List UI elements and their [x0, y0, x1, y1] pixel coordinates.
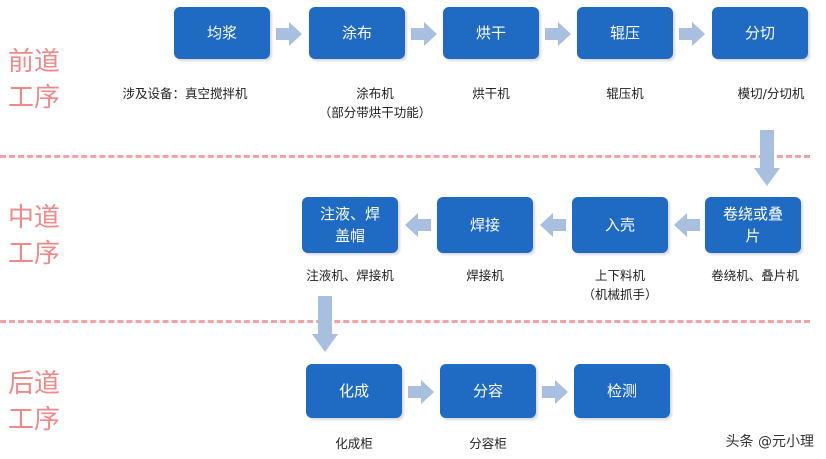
- step-box-injection: 注液、焊 盖帽: [302, 197, 398, 253]
- step-box-winding: 卷绕或叠 片: [705, 197, 801, 253]
- stage-label-middle: 中道 工序: [8, 203, 61, 269]
- arrow-right-2: [411, 22, 437, 46]
- arrow-right-5: [408, 380, 434, 404]
- divider-front-middle: [0, 155, 810, 158]
- arrow-left-3: [405, 213, 431, 237]
- step-box-welding: 焊接: [437, 197, 533, 253]
- arrow-down-front-to-middle: [754, 130, 780, 186]
- watermark-text: 头条 @元小理: [725, 434, 814, 450]
- divider-middle-back: [0, 320, 810, 323]
- step-box-grading: 分容: [440, 364, 536, 418]
- step-box-inspection: 检测: [574, 364, 670, 418]
- equipment-rolling: 辊压机: [606, 86, 644, 101]
- equipment-formation: 化成柜: [335, 436, 373, 451]
- step-box-coating: 涂布: [309, 7, 405, 59]
- stage-label-front: 前道 工序: [8, 47, 61, 113]
- step-box-slitting: 分切: [712, 7, 808, 59]
- equipment-slitting: 模切/分切机: [737, 86, 805, 101]
- step-box-formation: 化成: [306, 364, 402, 418]
- step-box-casing: 入壳: [572, 197, 668, 253]
- arrow-right-3: [545, 22, 571, 46]
- arrow-left-2: [540, 213, 566, 237]
- equipment-coating: 涂布机 （部分带烘干功能）: [318, 86, 432, 120]
- equipment-welding: 焊接机: [466, 268, 504, 283]
- stage-label-back: 后道 工序: [8, 369, 61, 435]
- step-box-drying: 烘干: [443, 7, 539, 59]
- arrow-right-4: [679, 22, 705, 46]
- arrow-right-1: [276, 22, 302, 46]
- equipment-drying: 烘干机: [472, 86, 510, 101]
- step-box-rolling: 辊压: [577, 7, 673, 59]
- step-box-homogenize: 均浆: [174, 7, 270, 59]
- equipment-casing: 上下料机 （机械抓手）: [582, 268, 658, 302]
- arrow-down-middle-to-back: [312, 296, 338, 352]
- equipment-injection: 注液机、焊接机: [306, 268, 394, 283]
- equipment-winding: 卷绕机、叠片机: [711, 268, 799, 283]
- arrow-left-1: [674, 213, 700, 237]
- watermark: 头条 @元小理: [726, 431, 814, 451]
- equipment-grading: 分容柜: [469, 436, 507, 451]
- arrow-right-6: [542, 380, 568, 404]
- equipment-homogenize: 涉及设备：真空搅拌机: [122, 86, 248, 101]
